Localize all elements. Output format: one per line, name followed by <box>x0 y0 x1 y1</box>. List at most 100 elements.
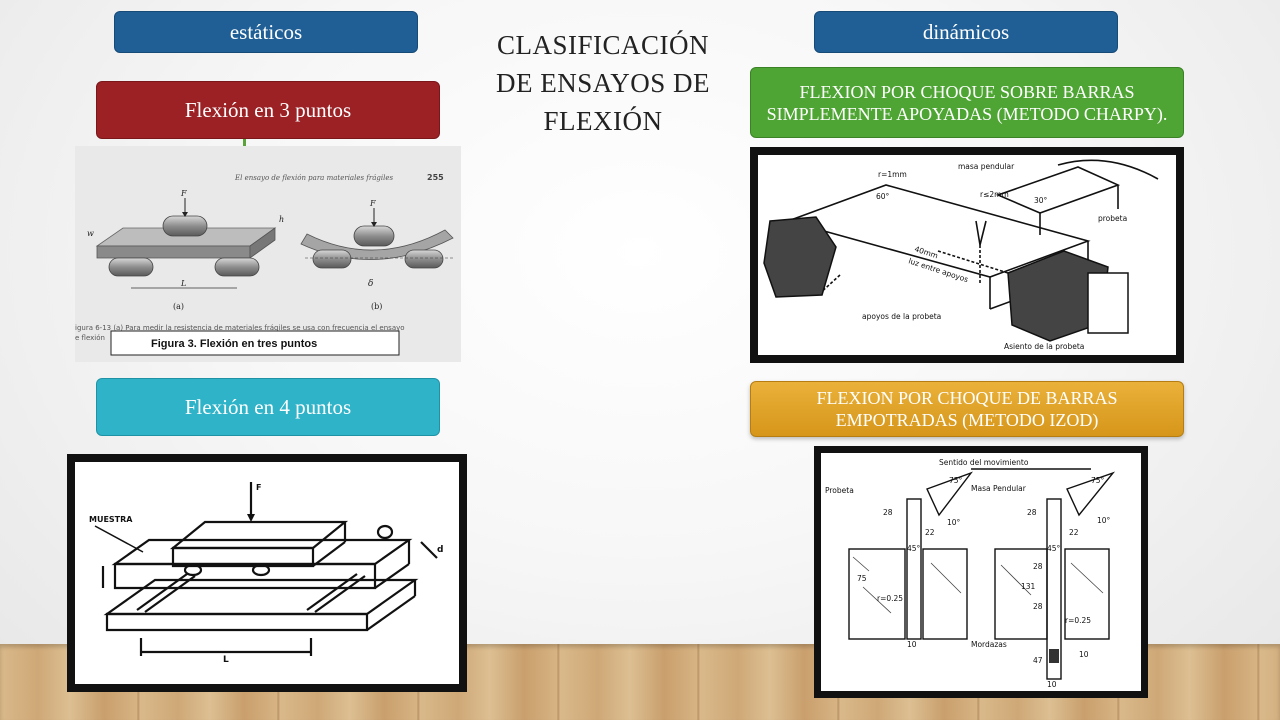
connector-line <box>243 139 246 147</box>
izod-box: FLEXION POR CHOQUE DE BARRAS EMPOTRADAS … <box>750 381 1184 437</box>
charpy-box: FLEXION POR CHOQUE SOBRE BARRAS SIMPLEME… <box>750 67 1184 138</box>
three-point-figure: El ensayo de flexión para materiales frá… <box>75 146 461 362</box>
vise-right-b <box>1064 548 1110 640</box>
dim-47: 47 <box>1033 656 1043 665</box>
specimen-right <box>1046 498 1062 680</box>
load-roller-a <box>162 215 208 237</box>
base-plate-edge <box>366 595 416 631</box>
izod-drawing: Sentido del movimiento Probeta Masa Pend… <box>825 458 1116 689</box>
dim-131: 131 <box>1021 582 1036 591</box>
angle-75-left: 75° <box>949 476 963 485</box>
support-rod-1 <box>136 573 188 611</box>
angle-75-right: 75° <box>1091 476 1105 485</box>
angle-10-left: 10° <box>947 518 961 527</box>
dim-22b: 22 <box>1069 528 1079 537</box>
dim-28b: 28 <box>1027 508 1037 517</box>
span-text-label: luz entre apoyos <box>907 256 969 284</box>
support-rod-2 <box>306 573 358 611</box>
specimen-clamp-mark <box>1049 649 1059 663</box>
sample-top <box>111 538 413 566</box>
hatch-4 <box>1000 564 1032 596</box>
four-point-drawing: F MUESTRA L d <box>89 482 443 665</box>
flexion-4-puntos-box: Flexión en 4 puntos <box>96 378 440 436</box>
book-page-number: 255 <box>427 173 444 182</box>
radius-notch-label: r≤2mm <box>980 190 1009 199</box>
hatch-2 <box>862 586 892 614</box>
dim-22a: 22 <box>925 528 935 537</box>
flexion-3-puntos-box: Flexión en 3 puntos <box>96 81 440 139</box>
force-label-a: F <box>180 189 187 198</box>
support-roller-b2 <box>404 249 444 269</box>
load-roller-1 <box>183 563 203 577</box>
support-roller-a2 <box>214 257 260 277</box>
pendulum-arc <box>1057 159 1159 180</box>
dim-10b: 10 <box>1079 650 1089 659</box>
charpy-drawing: r=1mm 60° masa pendular r≤2mm 30° probet… <box>763 159 1159 351</box>
force-arrowhead-b <box>371 222 377 227</box>
seat-block <box>1087 272 1129 334</box>
four-point-figure: F MUESTRA L d <box>67 454 467 692</box>
book-caption-line2: e flexión <box>75 334 105 342</box>
izod-figure: Sentido del movimiento Probeta Masa Pend… <box>814 446 1148 698</box>
dim-45a: 45° <box>907 544 921 553</box>
pendulum-wedge-left <box>926 471 974 517</box>
sample-leader <box>94 525 144 553</box>
pendulum-top <box>995 166 1121 214</box>
beam-a-side <box>249 227 276 259</box>
sample-label: MUESTRA <box>89 515 133 524</box>
dim-10c: 10 <box>1047 680 1057 689</box>
dim-10a: 10 <box>907 640 917 649</box>
jaws-label: Mordazas <box>971 640 1007 649</box>
support-block-left <box>763 216 837 298</box>
book-page-header: El ensayo de flexión para materiales frá… <box>234 174 394 182</box>
vise-left-a <box>848 548 906 640</box>
header-static: estáticos <box>114 11 418 53</box>
sample-edge <box>374 563 410 589</box>
width-label: w <box>87 229 94 238</box>
motion-label: Sentido del movimiento <box>939 458 1029 467</box>
dim-45b: 45° <box>1047 544 1061 553</box>
span-line <box>937 250 1009 274</box>
subfigure-a-label: (a) <box>173 302 184 311</box>
supports-label: apoyos de la probeta <box>862 312 941 321</box>
figure-caption: Figura 3. Flexión en tres puntos <box>151 338 317 350</box>
figure-caption-box <box>110 330 400 356</box>
length-label: L <box>180 279 186 288</box>
three-point-drawing: El ensayo de flexión para materiales frá… <box>75 173 454 356</box>
book-caption-line1: igura 6-13 (a) Para medir la resistencia… <box>75 324 405 332</box>
pendulum-wedge-right <box>1066 471 1116 517</box>
radius-top-label: r=1mm <box>878 170 907 179</box>
angle-left-label: 60° <box>876 192 890 201</box>
pendulum-label: Masa Pendular <box>971 484 1027 493</box>
support-rod-1b <box>144 575 196 613</box>
dim-r025b: r=0.25 <box>1065 616 1091 625</box>
dim-75: 75 <box>857 574 867 583</box>
dim-28c: 28 <box>1033 562 1043 571</box>
load-block-top <box>169 520 349 550</box>
charpy-figure: r=1mm 60° masa pendular r≤2mm 30° probet… <box>750 147 1184 363</box>
right-dim-line <box>420 541 438 559</box>
load-roller-2 <box>251 563 271 577</box>
dim-28d: 28 <box>1033 602 1043 611</box>
vise-right-a <box>994 548 1048 640</box>
subfigure-b-label: (b) <box>371 302 382 311</box>
base-plate-front <box>105 612 369 632</box>
angle-right-label: 30° <box>1034 196 1048 205</box>
hatch-1 <box>852 556 870 572</box>
beam-a-front <box>96 245 251 259</box>
deflection-label: δ <box>368 279 373 289</box>
vise-left-b <box>922 548 968 640</box>
specimen-label: probeta <box>1098 214 1127 223</box>
force-arrowhead-a <box>182 212 188 217</box>
height-label: h <box>279 215 284 224</box>
dim-28a: 28 <box>883 508 893 517</box>
load-roller-b <box>353 225 395 247</box>
support-rod-2b <box>314 575 366 613</box>
slide-title: CLASIFICACIÓN DE ENSAYOS DE FLEXIÓN <box>495 30 711 136</box>
hatch-3 <box>930 562 962 594</box>
support-roller-a1 <box>108 257 154 277</box>
sample-front <box>113 562 377 590</box>
pendulum-label: masa pendular <box>958 162 1015 171</box>
force-arrowhead <box>247 514 255 522</box>
notch <box>975 220 987 246</box>
